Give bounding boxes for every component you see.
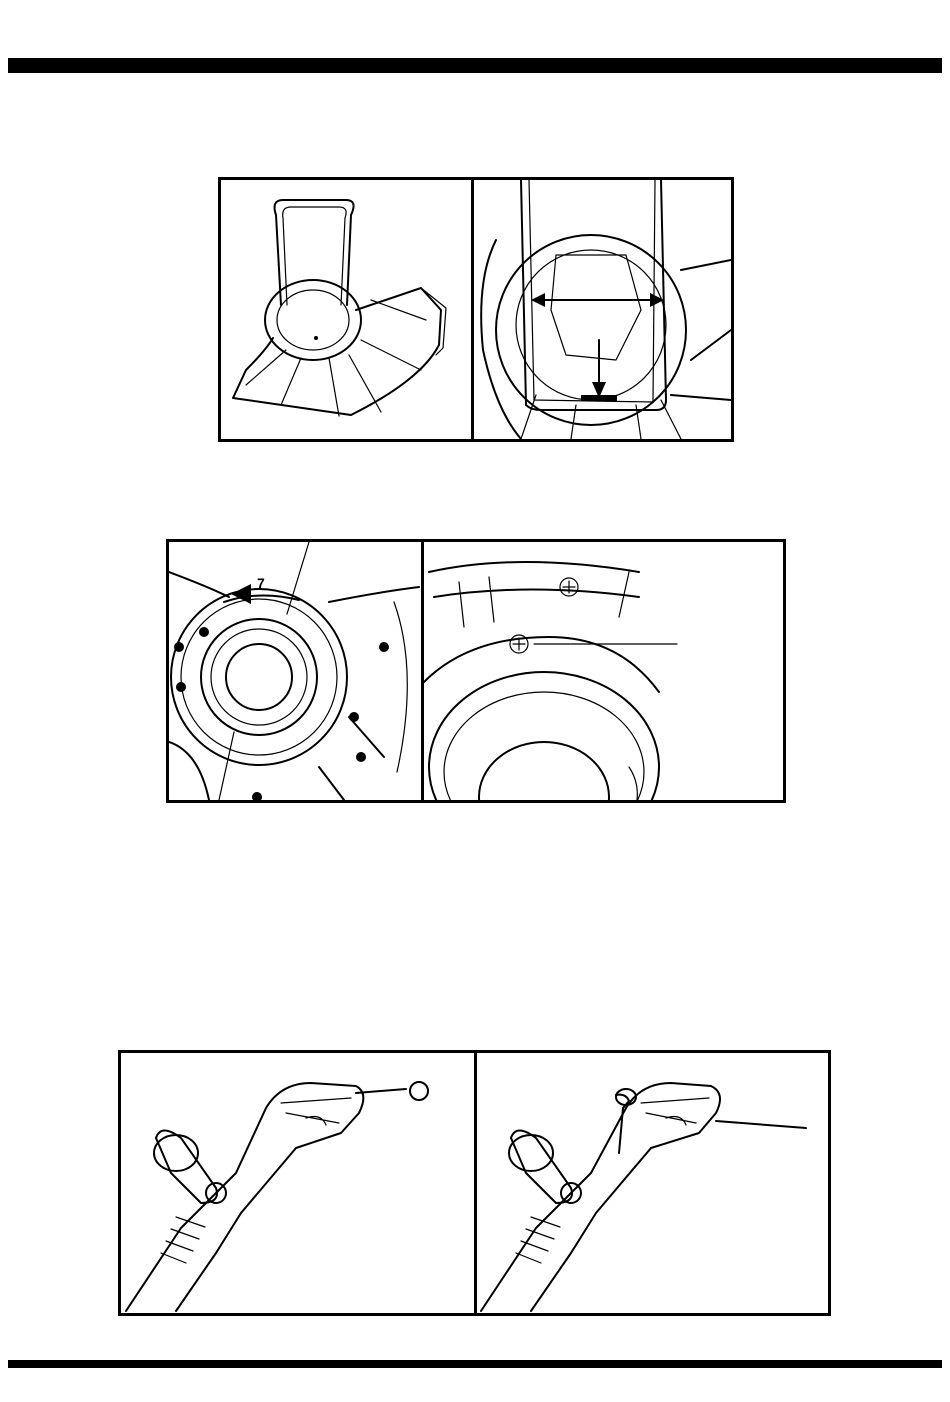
figure-guard-assembly	[218, 177, 734, 442]
guard-left-panel-drawing	[221, 180, 731, 439]
spool-panels-drawing: 7	[169, 542, 783, 800]
figure-spool-cover-rotation: 7	[166, 539, 786, 803]
top-rule	[8, 58, 942, 73]
figure-divider	[421, 542, 424, 800]
rotation-glyph: 7	[257, 575, 265, 591]
figure-handle-assembly	[118, 1050, 831, 1316]
bottom-rule	[8, 1360, 942, 1368]
figure-divider	[471, 180, 474, 439]
figure-divider	[474, 1053, 477, 1313]
